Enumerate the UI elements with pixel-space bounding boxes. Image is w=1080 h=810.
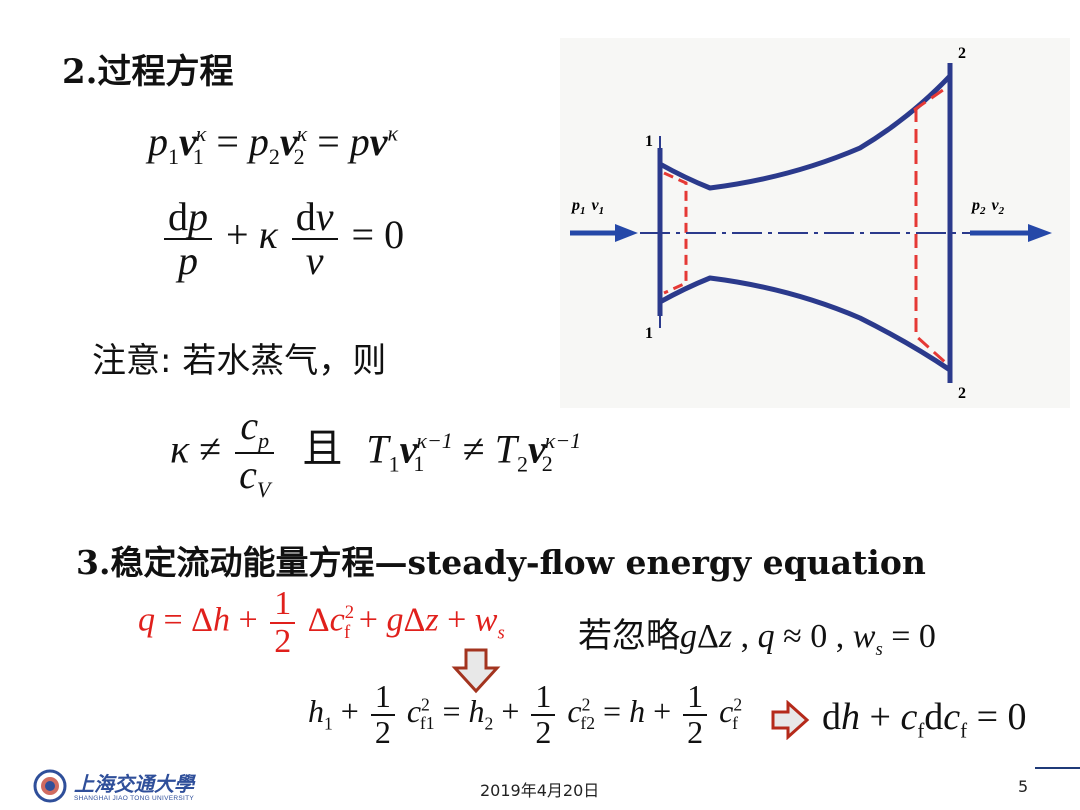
university-seal-icon	[33, 769, 67, 803]
diagram-background	[560, 38, 1070, 408]
section-2-heading: 2.过程方程	[62, 52, 234, 92]
note-text: 注意: 若水蒸气，则	[92, 341, 387, 381]
down-arrow-icon	[451, 648, 501, 694]
label-1-top: 1	[645, 133, 653, 150]
footer-divider	[1035, 767, 1080, 769]
inlet-control-volume	[663, 171, 688, 295]
logo-cn: 上海交通大學	[74, 772, 194, 796]
nozzle-lower-wall	[658, 275, 952, 373]
nozzle-upper-wall	[658, 74, 952, 191]
label-2-top: 2	[958, 45, 966, 62]
label-1-bottom: 1	[645, 325, 653, 342]
page-number: 5	[1018, 777, 1029, 796]
right-arrow-icon	[771, 700, 810, 740]
qie-text: 且	[302, 426, 343, 472]
label-2-bottom: 2	[958, 385, 966, 402]
section-3-heading: 3.稳定流动能量方程—steady-flow energy equation	[76, 543, 926, 582]
condition-prefix: 若忽略	[578, 618, 680, 655]
equation-process-1: p1v1κ = p2v2κ = pvκ	[148, 119, 399, 169]
differential-energy-equation: dh + cfdcf = 0	[822, 696, 1027, 743]
logo-en: SHANGHAI JIAO TONG UNIVERSITY	[74, 795, 195, 802]
condition-text: 若忽略gΔz , q ≈ 0 , ws = 0	[578, 618, 936, 660]
footer-date: 2019年4月20日	[480, 781, 600, 800]
